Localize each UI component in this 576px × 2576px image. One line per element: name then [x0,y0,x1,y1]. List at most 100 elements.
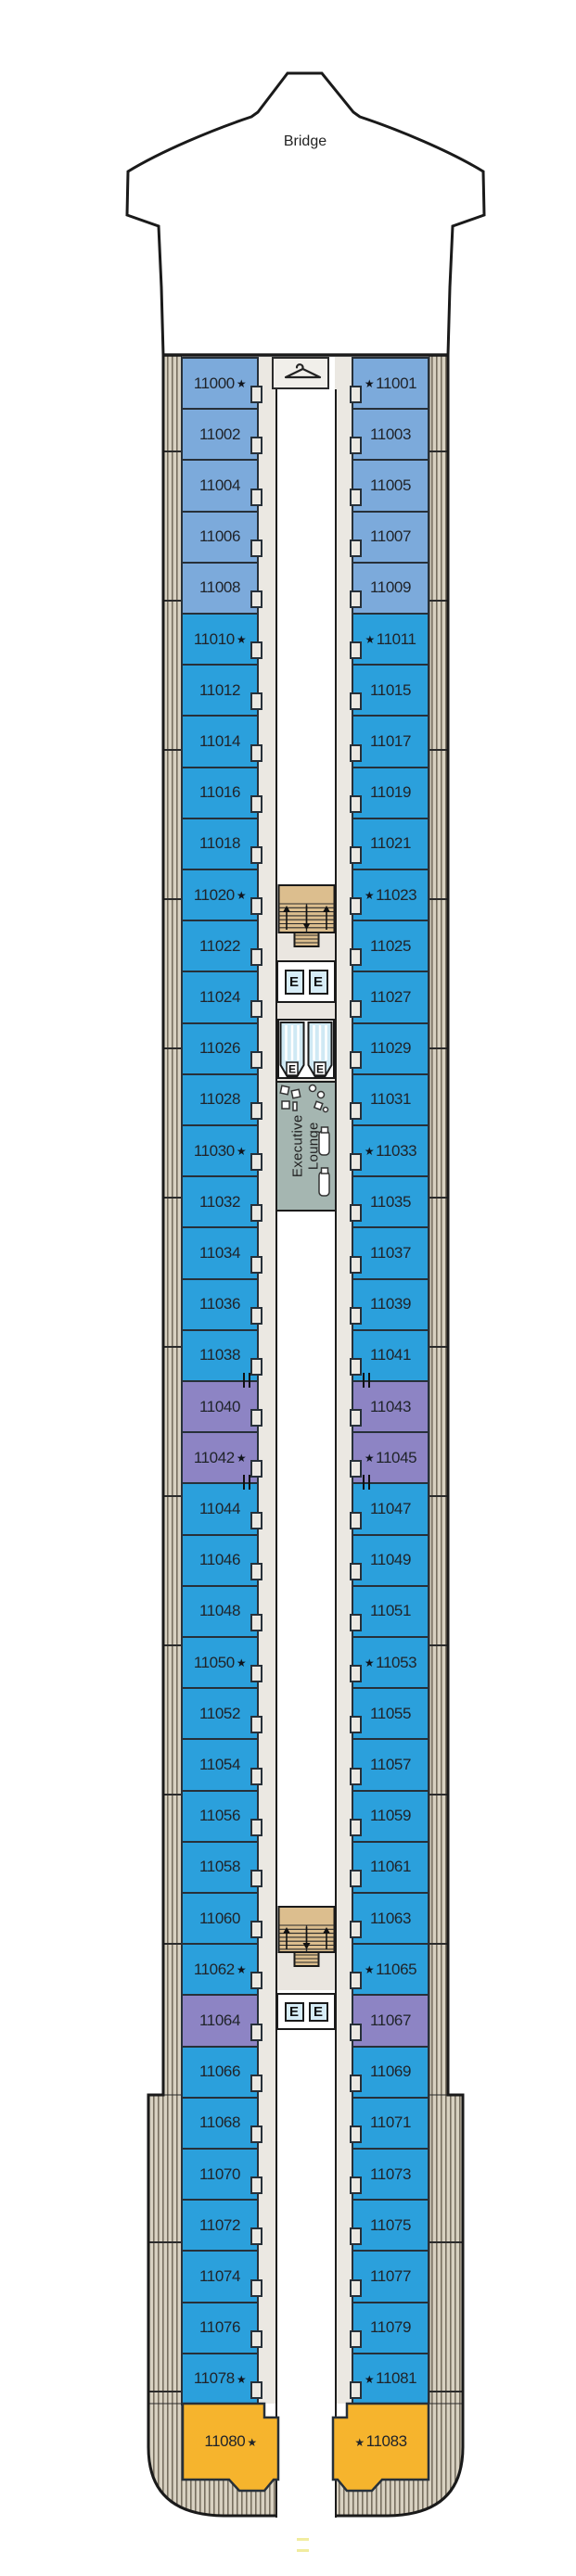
cabin-11022[interactable]: 11022 [181,920,259,973]
cabin-11041[interactable]: 11041 [352,1328,429,1382]
star-icon: ★ [236,633,247,647]
cabin-11046[interactable]: 11046 [181,1533,259,1587]
cabin-door-notch [350,692,362,711]
cabin-11037[interactable]: 11037 [352,1226,429,1280]
cabin-11043[interactable]: 11043 [352,1380,429,1434]
cabin-11010[interactable]: 11010★ [181,613,259,666]
cabin-11029[interactable]: 11029 [352,1022,429,1075]
cabin-11044[interactable]: 11044 [181,1482,259,1536]
cabin-11067[interactable]: 11067 [352,1994,429,2048]
cabin-11003[interactable]: 11003 [352,408,429,462]
cabin-11032[interactable]: 11032 [181,1175,259,1229]
cabin-11055[interactable]: 11055 [352,1687,429,1741]
cabin-11077[interactable]: 11077 [352,2250,429,2303]
cabin-11011[interactable]: ★11011 [352,613,429,666]
cabin-11033[interactable]: ★11033 [352,1124,429,1178]
cabin-11075[interactable]: 11075 [352,2199,429,2252]
cabin-11054[interactable]: 11054 [181,1738,259,1792]
cabin-11006[interactable]: 11006 [181,510,259,564]
cabin-11034[interactable]: 11034 [181,1226,259,1280]
corridor-mid [275,1212,337,1907]
cabin-11047[interactable]: 11047 [352,1482,429,1536]
cabin-number-text: 11052 [198,1704,240,1722]
cabin-11063[interactable]: 11063 [352,1892,429,1946]
cabin-11068[interactable]: 11068 [181,2096,259,2150]
cabin-11036[interactable]: 11036 [181,1277,259,1331]
cabin-11035[interactable]: 11035 [352,1175,429,1229]
cabin-11027[interactable]: 11027 [352,971,429,1024]
cabin-11070[interactable]: 11070 [181,2148,259,2202]
cabin-11079[interactable]: 11079 [352,2301,429,2354]
cabin-number: 11025 [370,937,411,956]
cabin-11039[interactable]: 11039 [352,1277,429,1331]
cabin-11012[interactable]: 11012 [181,664,259,717]
cabin-11065[interactable]: ★11065 [352,1943,429,1997]
cabin-11076[interactable]: 11076 [181,2301,259,2354]
cabin-11040[interactable]: 11040 [181,1380,259,1434]
bridge-label: Bridge [283,133,327,149]
cabin-11023[interactable]: ★11023 [352,869,429,922]
cabin-number: 11007 [370,527,411,546]
cabin-11061[interactable]: 11061 [352,1840,429,1894]
cabin-11062[interactable]: 11062★ [181,1943,259,1997]
cabin-11078[interactable]: 11078★ [181,2352,259,2405]
cabin-11049[interactable]: 11049 [352,1533,429,1587]
cabin-11000[interactable]: 11000★ [181,357,259,411]
cabin-label-11080[interactable]: 11080★ [204,2432,257,2450]
cabin-11048[interactable]: 11048 [181,1584,259,1638]
cabin-11053[interactable]: ★11053 [352,1636,429,1690]
cabin-11059[interactable]: 11059 [352,1789,429,1843]
cabin-11031[interactable]: 11031 [352,1072,429,1126]
cabin-11042[interactable]: 11042★ [181,1431,259,1485]
cabin-11069[interactable]: 11069 [352,2045,429,2099]
cabin-number-text: 11003 [369,425,411,443]
cabin-11073[interactable]: 11073 [352,2148,429,2202]
cabin-11072[interactable]: 11072 [181,2199,259,2252]
cabin-11002[interactable]: 11002 [181,408,259,462]
cabin-11064[interactable]: 11064 [181,1994,259,2048]
cabin-11008[interactable]: 11008 [181,561,259,615]
cabin-11038[interactable]: 11038 [181,1328,259,1382]
cabin-11060[interactable]: 11060 [181,1892,259,1946]
cabin-11028[interactable]: 11028 [181,1072,259,1126]
cabin-number: 11037 [370,1244,411,1263]
cabin-number-text: 11070 [198,2164,240,2183]
cabin-11083[interactable] [331,2402,430,2493]
cabin-11009[interactable]: 11009 [352,561,429,615]
cabin-11030[interactable]: 11030★ [181,1124,259,1178]
cabin-11071[interactable]: 11071 [352,2096,429,2150]
cabin-11052[interactable]: 11052 [181,1687,259,1741]
cabin-11026[interactable]: 11026 [181,1022,259,1075]
cabin-label-11083[interactable]: ★11083 [354,2432,407,2450]
cabin-door-notch [350,1870,362,1887]
cabin-11020[interactable]: 11020★ [181,869,259,922]
cabin-11058[interactable]: 11058 [181,1840,259,1894]
cabin-11005[interactable]: 11005 [352,459,429,513]
cabin-door-notch [350,1204,362,1223]
cabin-11074[interactable]: 11074 [181,2250,259,2303]
cabin-11016[interactable]: 11016 [181,766,259,819]
cabin-11004[interactable]: 11004 [181,459,259,513]
cabin-11045[interactable]: ★11045 [352,1431,429,1485]
cabin-11014[interactable]: 11014 [181,715,259,768]
cabin-11001[interactable]: ★11001 [352,357,429,411]
cabin-11017[interactable]: 11017 [352,715,429,768]
cabin-number: 11063 [370,1910,411,1928]
cabin-11019[interactable]: 11019 [352,766,429,819]
cabin-11081[interactable]: ★11081 [352,2352,429,2405]
cabin-11051[interactable]: 11051 [352,1584,429,1638]
cabin-11007[interactable]: 11007 [352,510,429,564]
cabin-11050[interactable]: 11050★ [181,1636,259,1690]
cabin-11025[interactable]: 11025 [352,920,429,973]
cabin-11080[interactable] [181,2402,280,2493]
cabin-11015[interactable]: 11015 [352,664,429,717]
cabin-11018[interactable]: 11018 [181,817,259,870]
cabin-11066[interactable]: 11066 [181,2045,259,2099]
cabin-11057[interactable]: 11057 [352,1738,429,1792]
cabin-number-text: 11031 [369,1090,411,1109]
cabin-11021[interactable]: 11021 [352,817,429,870]
cabin-11056[interactable]: 11056 [181,1789,259,1843]
cabin-number: 11039 [370,1295,411,1313]
cabin-door-notch [250,948,262,967]
cabin-11024[interactable]: 11024 [181,971,259,1024]
